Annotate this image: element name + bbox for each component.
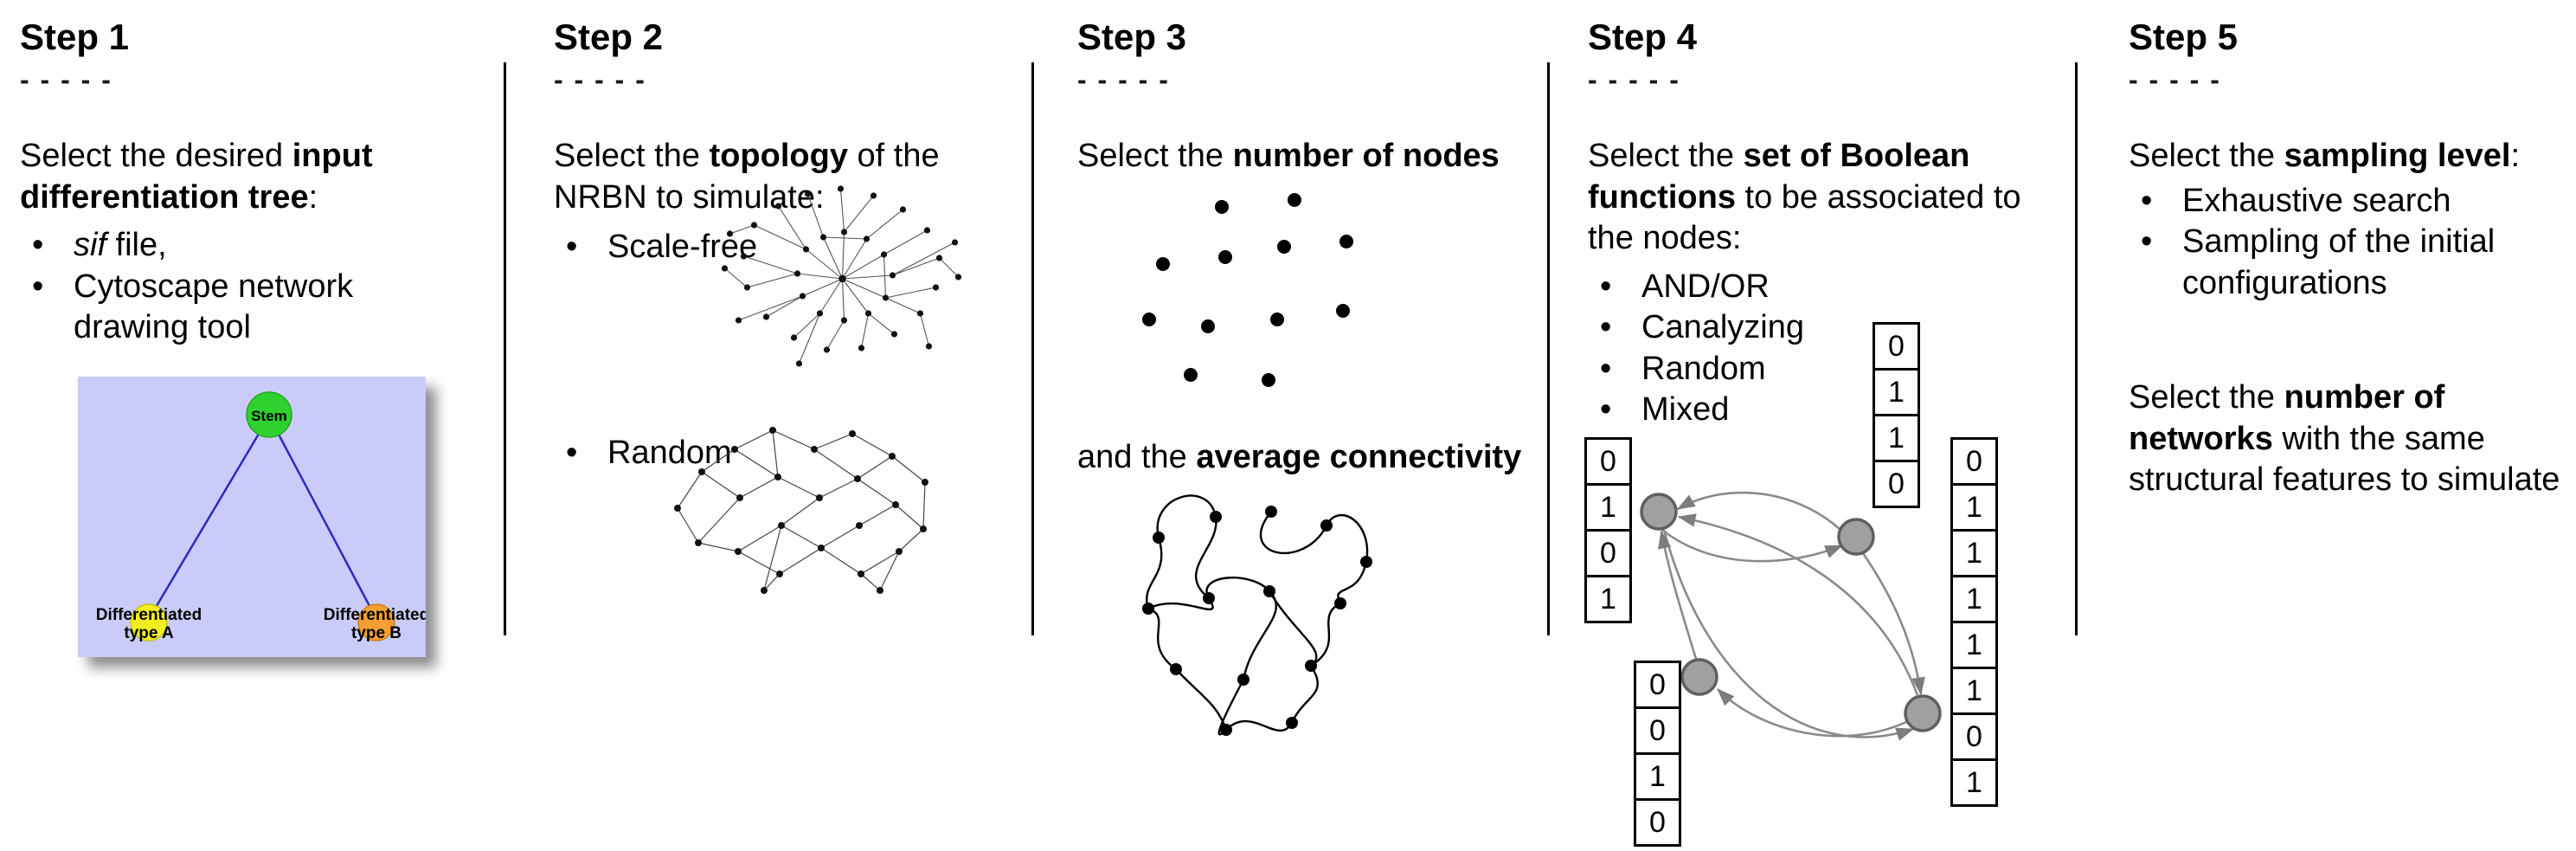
step-2-title: Step 2	[554, 16, 664, 57]
truth-table-cell: 0	[1634, 798, 1681, 847]
step-5-title: Step 5	[2129, 16, 2239, 57]
step-1-separator: - - - - -	[20, 64, 112, 96]
connectivity-graphic	[1142, 494, 1372, 736]
column-divider-2	[1031, 62, 1034, 635]
step-5-separator: - - - - -	[2129, 64, 2221, 96]
step-1-title: Step 1	[20, 16, 130, 57]
step-1-options: sif file, Cytoscape network drawing tool	[20, 225, 427, 349]
option-random-function: Random	[1588, 349, 1873, 390]
node-dots	[1142, 193, 1353, 387]
connectivity-dots	[1142, 506, 1372, 736]
column-divider-3	[1547, 62, 1550, 635]
network-node-c	[1680, 658, 1718, 696]
boolean-function-options: AND/OR Canalyzing Random Mixed	[1588, 267, 1873, 431]
option-mixed: Mixed	[1588, 390, 1873, 431]
truth-table-cell: 1	[1634, 752, 1681, 801]
column-divider-4	[2075, 62, 2078, 635]
step-1-instruction: Select the desired input differentiation…	[20, 138, 373, 216]
scale-free-nodes	[721, 185, 962, 367]
truth-table-cell: 1	[1950, 529, 1998, 577]
step-5-instruction: Select the sampling level:	[2129, 138, 2521, 175]
truth-table-left: 0 1 0 1	[1584, 437, 1632, 623]
random-network-graphic	[674, 427, 928, 594]
truth-table-cell: 0	[1873, 460, 1920, 508]
step-4-separator: - - - - -	[1588, 64, 1680, 96]
stem-node	[246, 391, 292, 438]
truth-table-cell: 0	[1950, 712, 1998, 761]
step-1-panel: Step 1 - - - - - Select the desired inpu…	[20, 16, 429, 847]
column-divider-1	[504, 62, 506, 635]
step-3-separator: - - - - -	[1077, 64, 1170, 96]
step-2-separator: - - - - -	[554, 64, 646, 96]
truth-table-bottom: 0 0 1 0	[1634, 661, 1681, 847]
truth-table-cell: 1	[1584, 483, 1632, 532]
differentiated-type-a-node	[130, 603, 168, 641]
truth-table-top: 0 1 1 0	[1873, 322, 1920, 508]
step-3-title: Step 3	[1077, 16, 1187, 57]
truth-table-cell: 1	[1950, 483, 1998, 532]
truth-table-cell: 1	[1950, 667, 1998, 715]
network-node-d	[1904, 694, 1942, 732]
tree-edge-right	[267, 416, 378, 620]
step-3-instruction: Select the number of nodes	[1077, 138, 1500, 175]
truth-table-cell: 1	[1950, 575, 1998, 623]
stem-node-label: Stem	[251, 408, 287, 424]
step-4-panel: Step 4 - - - - - Select the set of Boole…	[1584, 16, 2055, 847]
step-5-panel: Step 5 - - - - - Select the sampling lev…	[2129, 16, 2566, 847]
differentiated-type-b-node	[357, 603, 395, 641]
option-sif-file: sif file,	[20, 225, 427, 267]
option-exhaustive-search: Exhaustive search	[2129, 181, 2566, 222]
network-nodes	[1640, 493, 1942, 732]
boolean-network-svg	[1640, 491, 1942, 741]
truth-table-cell: 1	[1584, 575, 1632, 623]
differentiation-tree-image: Stem Differentiated type A Differentiate…	[78, 377, 429, 657]
option-and-or: AND/OR	[1588, 267, 1873, 308]
truth-table-cell: 0	[1950, 437, 1998, 486]
type-b-label-line2: type B	[351, 624, 401, 642]
step-4-title: Step 4	[1588, 16, 1698, 57]
truth-table-cell: 1	[1950, 621, 1998, 669]
option-cytoscape: Cytoscape network drawing tool	[20, 267, 427, 349]
truth-table-cell: 1	[1950, 758, 1998, 807]
option-sampling-initial-configurations: Sampling of the initial configurations	[2129, 222, 2566, 304]
step-3-connectivity-instruction: and the average connectivity	[1077, 439, 1522, 475]
step-3-panel: Step 3 - - - - - Select the number of no…	[1077, 16, 1562, 847]
network-node-b	[1837, 518, 1875, 556]
truth-table-cell: 0	[1584, 529, 1632, 577]
tree-edge-left	[147, 416, 271, 620]
connectivity-curves	[1146, 494, 1369, 736]
scale-free-network-graphic	[721, 185, 962, 367]
option-canalyzing: Canalyzing	[1588, 307, 1873, 349]
type-a-label-line2: type A	[124, 624, 174, 642]
truth-table-right: 0 1 1 1 1 1 0 1	[1950, 437, 1998, 807]
truth-table-cell: 1	[1873, 368, 1920, 416]
truth-table-cell: 0	[1634, 661, 1681, 709]
random-edges	[677, 429, 926, 591]
nodes-dots-graphic	[1142, 193, 1353, 387]
step-2-instruction: Select the topology of the NRBN to simul…	[554, 138, 940, 216]
boolean-network-graphic: 0 1 0 1 0 1 1 0 0 1 1 1 1 1 0 1	[1576, 313, 2008, 851]
scale-free-edges	[724, 188, 959, 364]
random-nodes	[674, 427, 928, 594]
truth-table-cell: 0	[1873, 322, 1920, 371]
network-node-a	[1640, 493, 1678, 531]
type-a-label-line1: Differentiated	[96, 606, 202, 624]
truth-table-cell: 0	[1584, 437, 1632, 486]
sampling-options: Exhaustive search Sampling of the initia…	[2129, 181, 2566, 305]
type-b-label-line1: Differentiated	[324, 606, 426, 624]
differentiation-tree-svg: Stem Differentiated type A Differentiate…	[78, 377, 429, 657]
truth-table-cell: 1	[1873, 414, 1920, 462]
truth-table-cell: 0	[1634, 706, 1681, 755]
network-arrows	[1657, 491, 1925, 741]
step-5-networks-instruction: Select the number of networks with the s…	[2129, 379, 2560, 499]
step-4-instruction: Select the set of Boolean functions to b…	[1588, 138, 2021, 257]
step-2-panel: Step 2 - - - - - Select the topology of …	[554, 16, 962, 847]
